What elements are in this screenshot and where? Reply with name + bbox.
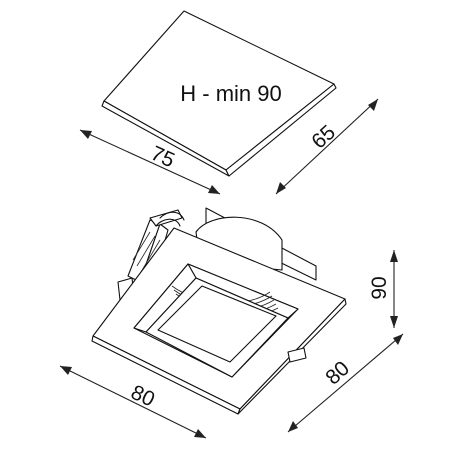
cutout-depth-label: 65 (307, 121, 340, 154)
cutout-height-note: H - min 90 (180, 81, 281, 106)
trim-inner-bezel (157, 285, 277, 363)
dimension-cutout-depth: 65 (275, 98, 379, 195)
fixture-depth-label: 80 (321, 357, 354, 390)
cutout-thickness-right (225, 83, 337, 177)
dimension-fixture-depth: 80 (287, 333, 404, 433)
cutout-width-label: 75 (147, 142, 178, 173)
fixture-width-label: 80 (127, 381, 158, 412)
dimension-fixture-height: 90 (368, 250, 398, 328)
fixture (91, 207, 347, 415)
fixing-tab (287, 347, 307, 363)
cutout-template: H - min 90 (101, 10, 337, 177)
fixture-height-label: 90 (368, 276, 391, 299)
